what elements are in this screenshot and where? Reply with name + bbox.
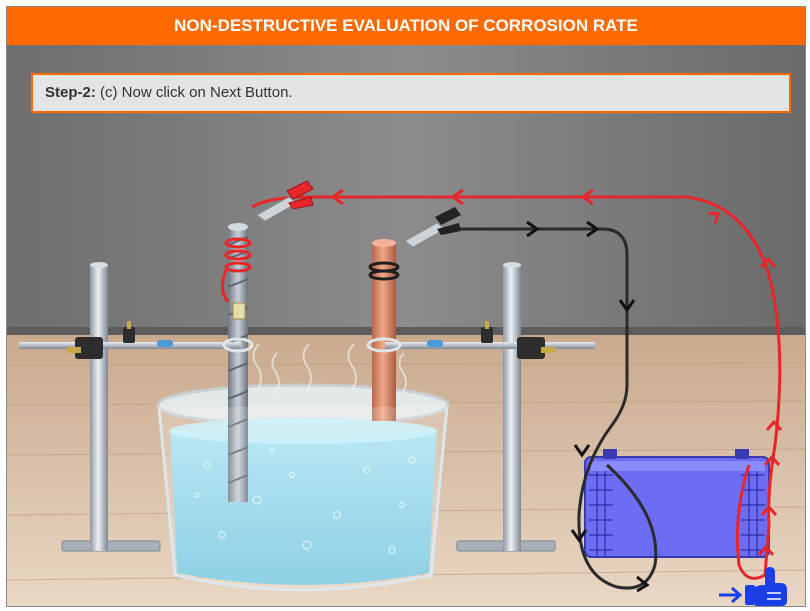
black-crocodile-clip [404,207,461,248]
right-bosshead-clamp [427,321,555,359]
left-stand-base [61,540,161,552]
wall-baseboard [7,327,805,337]
instruction-text: (c) Now click on Next Button. [95,84,293,101]
water-bubbles [194,447,416,554]
rebar-top [228,223,248,231]
page-title: NON-DESTRUCTIVE EVALUATION OF CORROSION … [7,7,805,45]
left-clamp-rod [19,342,241,349]
red-crocodile-clip [256,180,314,222]
left-stand-pole [90,265,108,551]
beaker-glass [157,406,449,592]
left-bosshead-clamp [67,321,173,359]
positive-wire-arrows [330,188,783,556]
right-clamp-jaw [366,337,402,353]
next-button[interactable] [719,567,787,606]
hand-pointer-icon [745,567,787,606]
right-stand-pole [503,265,521,551]
copper-wire-coil [368,261,400,281]
battery [584,449,770,558]
steel-rebar [228,227,248,502]
simulation-frame: NON-DESTRUCTIVE EVALUATION OF CORROSION … [6,6,806,607]
rebar-tag [232,302,246,320]
positive-wire-lead [251,195,308,209]
copper-top [372,239,396,247]
step-label: Step-2: [45,84,96,101]
negative-wire-arrows [526,220,650,593]
lab-scene [7,45,805,606]
instruction-box: Step-2: (c) Now click on Next Button. [31,73,791,113]
left-clamp-jaw [222,337,254,353]
steam [252,343,407,394]
rebar-wire-coil [221,237,252,303]
arrow-right-icon [719,586,743,604]
right-clamp-rod [385,342,595,349]
negative-wire [459,227,658,590]
positive-wire [307,195,782,580]
